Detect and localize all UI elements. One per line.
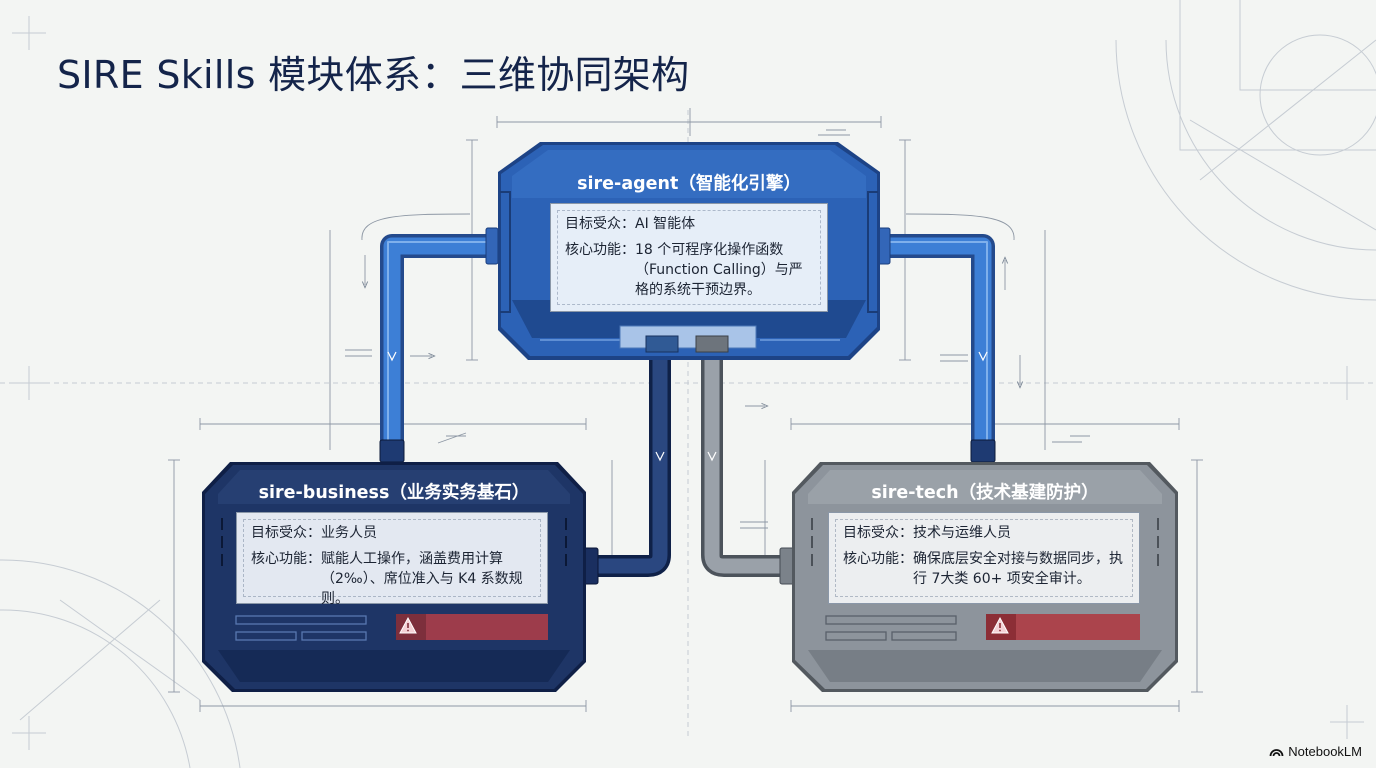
tech-audience-row: 目标受众： 技术与运维人员 [843, 523, 1125, 543]
notebooklm-watermark: NotebookLM [1269, 744, 1362, 759]
pipe-flow-arrows [387, 351, 988, 462]
business-module-title: sire-business（业务实务基石） [258, 483, 530, 503]
notebooklm-logo-icon [1269, 749, 1284, 757]
connection-pipes [380, 234, 995, 577]
tech-audience-value: 技术与运维人员 [913, 525, 1011, 541]
business-function-label: 核心功能： [251, 551, 321, 567]
tech-info-panel: 目标受众： 技术与运维人员 核心功能： 确保底层安全对接与数据同步，执行 7大类… [828, 512, 1140, 604]
page-title: SIRE Skills 模块体系：三维协同架构 [57, 53, 690, 97]
business-audience-row: 目标受众： 业务人员 [251, 523, 533, 543]
agent-function-label: 核心功能： [565, 242, 635, 258]
watermark-text: NotebookLM [1288, 744, 1362, 759]
tech-module-title: sire-tech（技术基建防护） [871, 483, 1099, 503]
agent-audience-row: 目标受众： AI 智能体 [565, 214, 813, 234]
tech-function-label: 核心功能： [843, 551, 913, 567]
tech-function-row: 核心功能： 确保底层安全对接与数据同步，执行 7大类 60+ 项安全审计。 [843, 549, 1125, 589]
business-info-panel: 目标受众： 业务人员 核心功能： 赋能人工操作，涵盖费用计算（2‰）、席位准入与… [236, 512, 548, 607]
tech-audience-label: 目标受众： [843, 525, 913, 541]
business-function-row: 核心功能： 赋能人工操作，涵盖费用计算（2‰）、席位准入与 K4 系数规则。 [251, 549, 533, 609]
pipe-couplings [379, 227, 996, 585]
agent-function-value: 18 个可程序化操作函数（Function Calling）与严格的系统干预边界… [635, 242, 803, 298]
agent-module-title: sire-agent（智能化引擎） [577, 174, 801, 194]
agent-audience-value: AI 智能体 [635, 216, 696, 232]
agent-audience-label: 目标受众： [565, 216, 635, 232]
business-function-value: 赋能人工操作，涵盖费用计算（2‰）、席位准入与 K4 系数规则。 [321, 551, 523, 607]
agent-info-panel: 目标受众： AI 智能体 核心功能： 18 个可程序化操作函数（Function… [550, 203, 828, 312]
warning-icon [991, 616, 1009, 634]
tech-function-value: 确保底层安全对接与数据同步，执行 7大类 60+ 项安全审计。 [913, 551, 1123, 587]
business-audience-label: 目标受众： [251, 525, 321, 541]
agent-function-row: 核心功能： 18 个可程序化操作函数（Function Calling）与严格的… [565, 240, 813, 300]
business-audience-value: 业务人员 [321, 525, 377, 541]
warning-icon [399, 616, 417, 634]
